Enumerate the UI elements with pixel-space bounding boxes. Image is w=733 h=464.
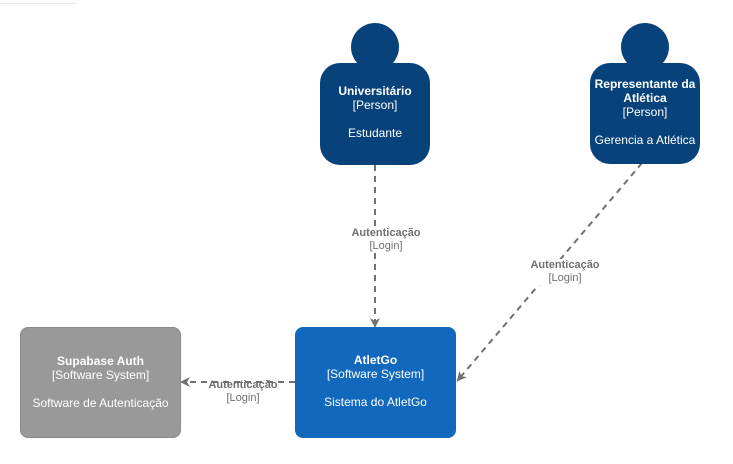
edge-label-technology: [Login] <box>369 240 403 252</box>
edge-label-universitario-atletgo: Autenticação [Login] <box>345 227 427 253</box>
edge-label-representante-atletgo: Autenticação [Login] <box>524 259 606 285</box>
person-name: Representante da Atlética <box>594 77 696 105</box>
edge-label-technology: [Login] <box>548 272 582 284</box>
person-type: [Person] <box>352 98 398 112</box>
edge-label-text: Autenticação <box>530 259 600 271</box>
person-description: Gerencia a Atlética <box>594 133 696 147</box>
edge-label-atletgo-supabase: Autenticação [Login] <box>202 379 284 405</box>
system-supabase-auth[interactable]: Supabase Auth [Software System] Software… <box>20 327 181 438</box>
person-description: Estudante <box>347 126 403 140</box>
edge-label-text: Autenticação <box>351 227 421 239</box>
system-type: [Software System] <box>326 367 425 381</box>
person-representante[interactable]: Representante da Atlética [Person] Geren… <box>590 23 700 164</box>
person-type: [Person] <box>622 105 668 119</box>
edge-label-technology: [Login] <box>226 392 260 404</box>
person-universitario[interactable]: Universitário [Person] Estudante <box>320 23 430 165</box>
system-type: [Software System] <box>51 368 150 382</box>
edge-label-text: Autenticação <box>208 379 278 391</box>
system-name: Supabase Auth <box>57 354 144 368</box>
edge-representante-to-atletgo <box>456 162 643 382</box>
top-left-border <box>0 3 77 4</box>
person-body: Universitário [Person] Estudante <box>320 63 430 165</box>
system-description: Software de Autenticação <box>32 396 169 410</box>
system-description: Sistema do AtletGo <box>324 395 427 409</box>
person-body: Representante da Atlética [Person] Geren… <box>590 63 700 164</box>
system-name: AtletGo <box>353 353 398 367</box>
system-atletgo[interactable]: AtletGo [Software System] Sistema do Atl… <box>295 327 456 438</box>
person-name: Universitário <box>338 84 412 98</box>
